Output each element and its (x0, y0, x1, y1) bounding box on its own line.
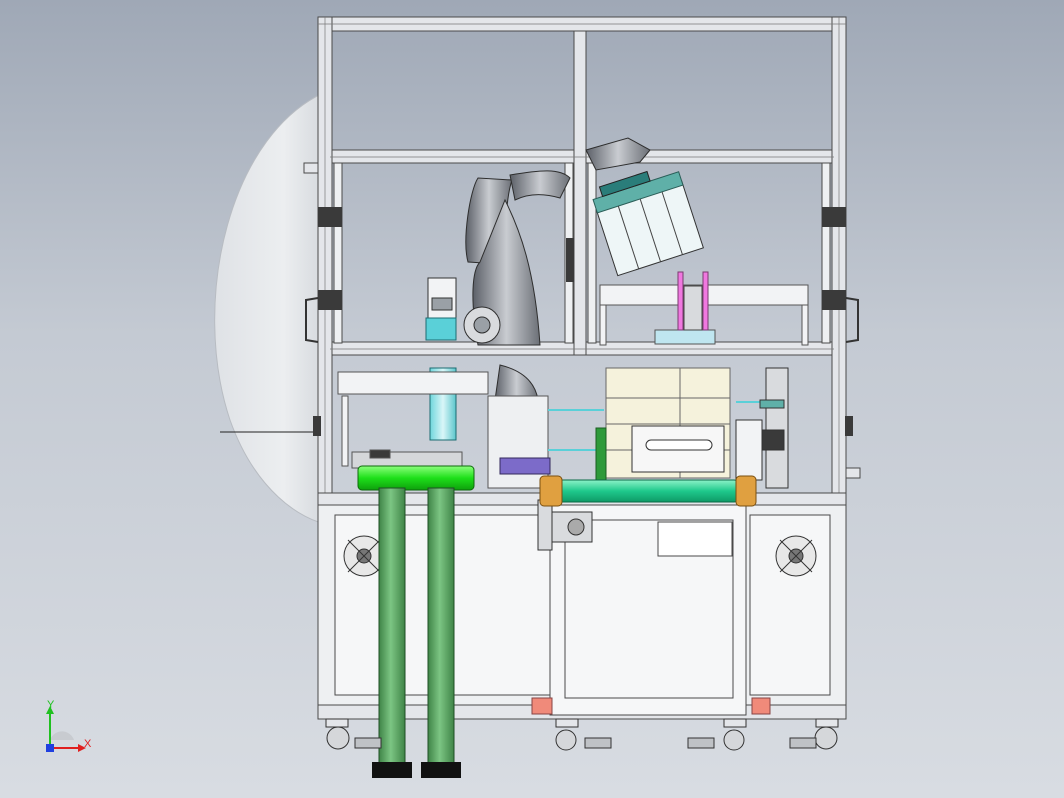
orange-marker-right (751, 697, 771, 715)
orange-marker-left (531, 697, 553, 715)
center-drawer (549, 504, 747, 716)
leveling-feet (354, 737, 817, 749)
green-column-right (427, 487, 455, 765)
green-plate (595, 427, 607, 481)
sensor-unit (425, 277, 457, 441)
side-bracket-right (845, 467, 861, 479)
door-handles (305, 297, 859, 343)
triad-x-label: X (84, 738, 92, 750)
axis-triad (46, 706, 86, 752)
column-foot-left (372, 762, 412, 778)
roller-cap-right (735, 475, 757, 507)
green-column-left (378, 487, 406, 765)
box-handle-unit (631, 425, 725, 473)
door-hinges (313, 207, 853, 436)
pink-fixtures (677, 271, 709, 331)
column-foot-right (421, 762, 461, 778)
fan-left-icon (343, 535, 385, 577)
fixture-body (683, 285, 703, 331)
purple-block (499, 457, 551, 475)
green-bar (357, 465, 475, 491)
gripper-block (592, 170, 704, 277)
right-side-actuator (735, 367, 789, 489)
z-axis-icon (46, 744, 54, 752)
roller-cap-left (539, 475, 563, 507)
casters (326, 726, 838, 751)
robot-arm (463, 137, 651, 401)
frame-rails (318, 17, 846, 497)
triad-y-label: Y (47, 699, 55, 711)
motor (537, 499, 593, 551)
wheel-mounts (325, 718, 839, 728)
fan-right-icon (775, 535, 817, 577)
roller-conveyor (551, 479, 741, 503)
background-shell (214, 89, 331, 526)
side-bracket-left (303, 162, 319, 174)
